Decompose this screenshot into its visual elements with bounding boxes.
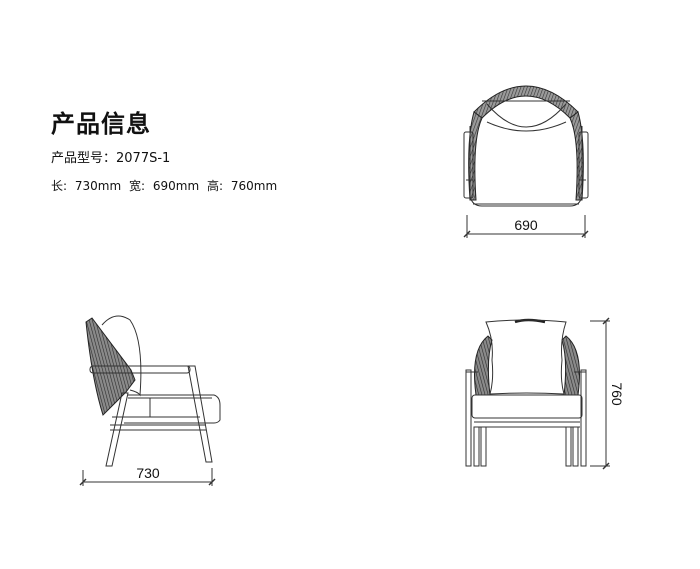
top-view-dimension: 690 [514,217,538,233]
height-value: 760mm [230,179,278,193]
model-label: 产品型号： [51,151,117,166]
length-value: 730mm [74,179,122,193]
page-title: 产品信息 [51,110,151,138]
front-view [465,317,610,470]
width-label: 宽: [129,179,146,193]
dimensions-line: 长: 730mm 宽: 690mm 高: 760mm [51,177,281,194]
top-view [463,85,589,238]
length-label: 长: [51,179,68,193]
model-line: 产品型号：2077S-1 [51,147,170,166]
side-view [79,315,221,486]
width-value: 690mm [152,179,200,193]
model-value: 2077S-1 [116,151,171,166]
side-view-dimension: 730 [136,465,160,481]
front-view-dimension: 760 [609,382,625,406]
height-label: 高: [207,179,224,193]
